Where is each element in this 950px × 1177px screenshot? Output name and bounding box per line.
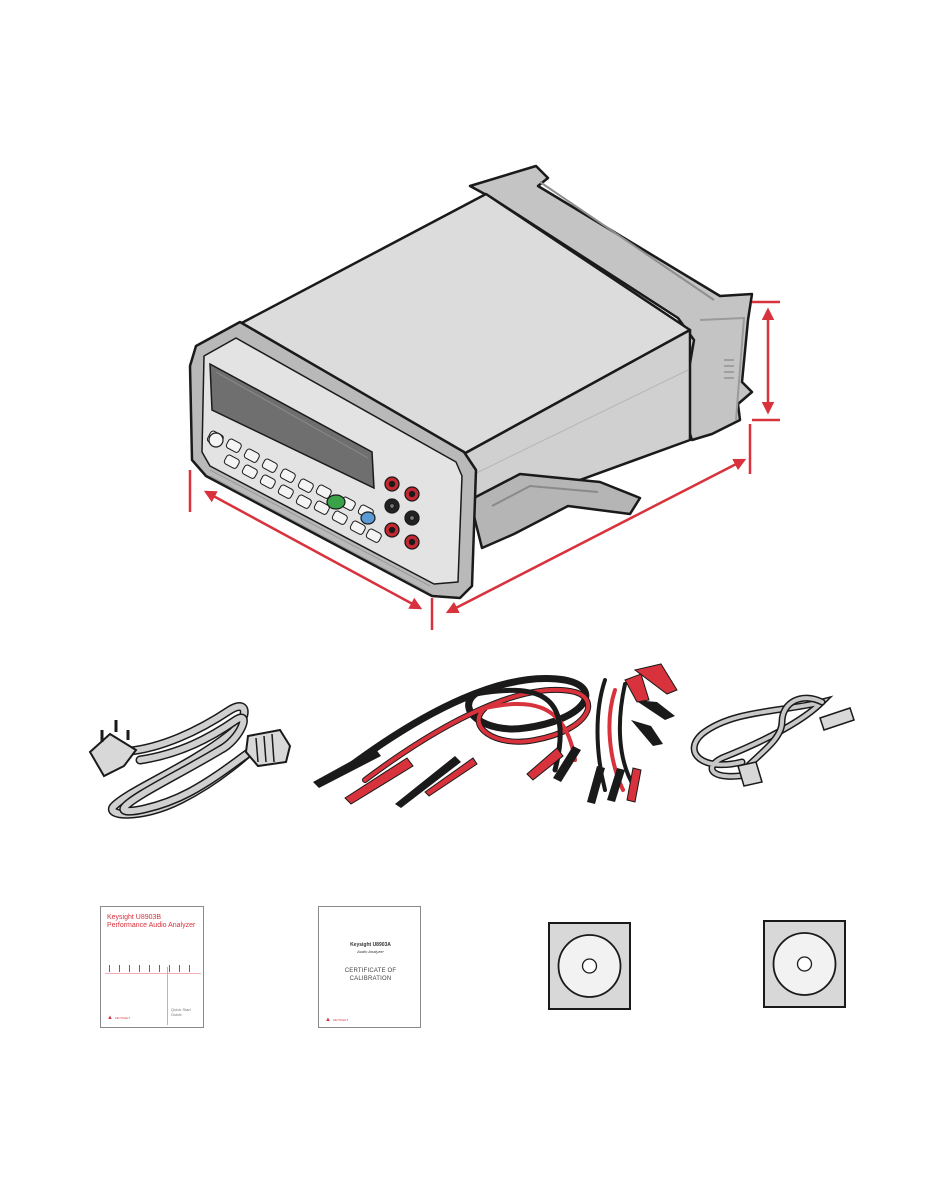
test-leads-icon [305,650,685,820]
keysight-logo-icon: ▲ [325,1017,331,1023]
guide-ruler [105,965,201,974]
guide-logo-text: KEYSIGHT [115,1015,130,1021]
certificate-of-calibration: Keysight U8903A Audio Analyzer CERTIFICA… [318,906,421,1028]
benchtop-analyzer-icon [0,0,950,640]
usb-cable-icon [682,682,862,792]
guide-brand: Keysight U8903B [107,914,161,922]
cert-brand: Keysight U8903A [319,942,422,948]
blue-key [361,512,375,524]
guide-product: Performance Audio Analyzer [107,922,195,930]
guide-label: Quick Start Guide [171,1007,201,1017]
keysight-logo-icon: ▲ [107,1015,113,1021]
green-key [327,495,345,509]
cd-disc-icon [548,922,631,1010]
cert-product: Audio Analyzer [319,949,422,954]
quick-start-guide: Keysight U8903B Performance Audio Analyz… [100,906,204,1028]
cd-disc-icon [763,920,846,1008]
cert-logo-text: KEYSIGHT [333,1017,348,1023]
power-cord-icon [80,690,300,830]
dimension-height [752,302,780,420]
cert-title: CERTIFICATE OF CALIBRATION [319,967,422,983]
